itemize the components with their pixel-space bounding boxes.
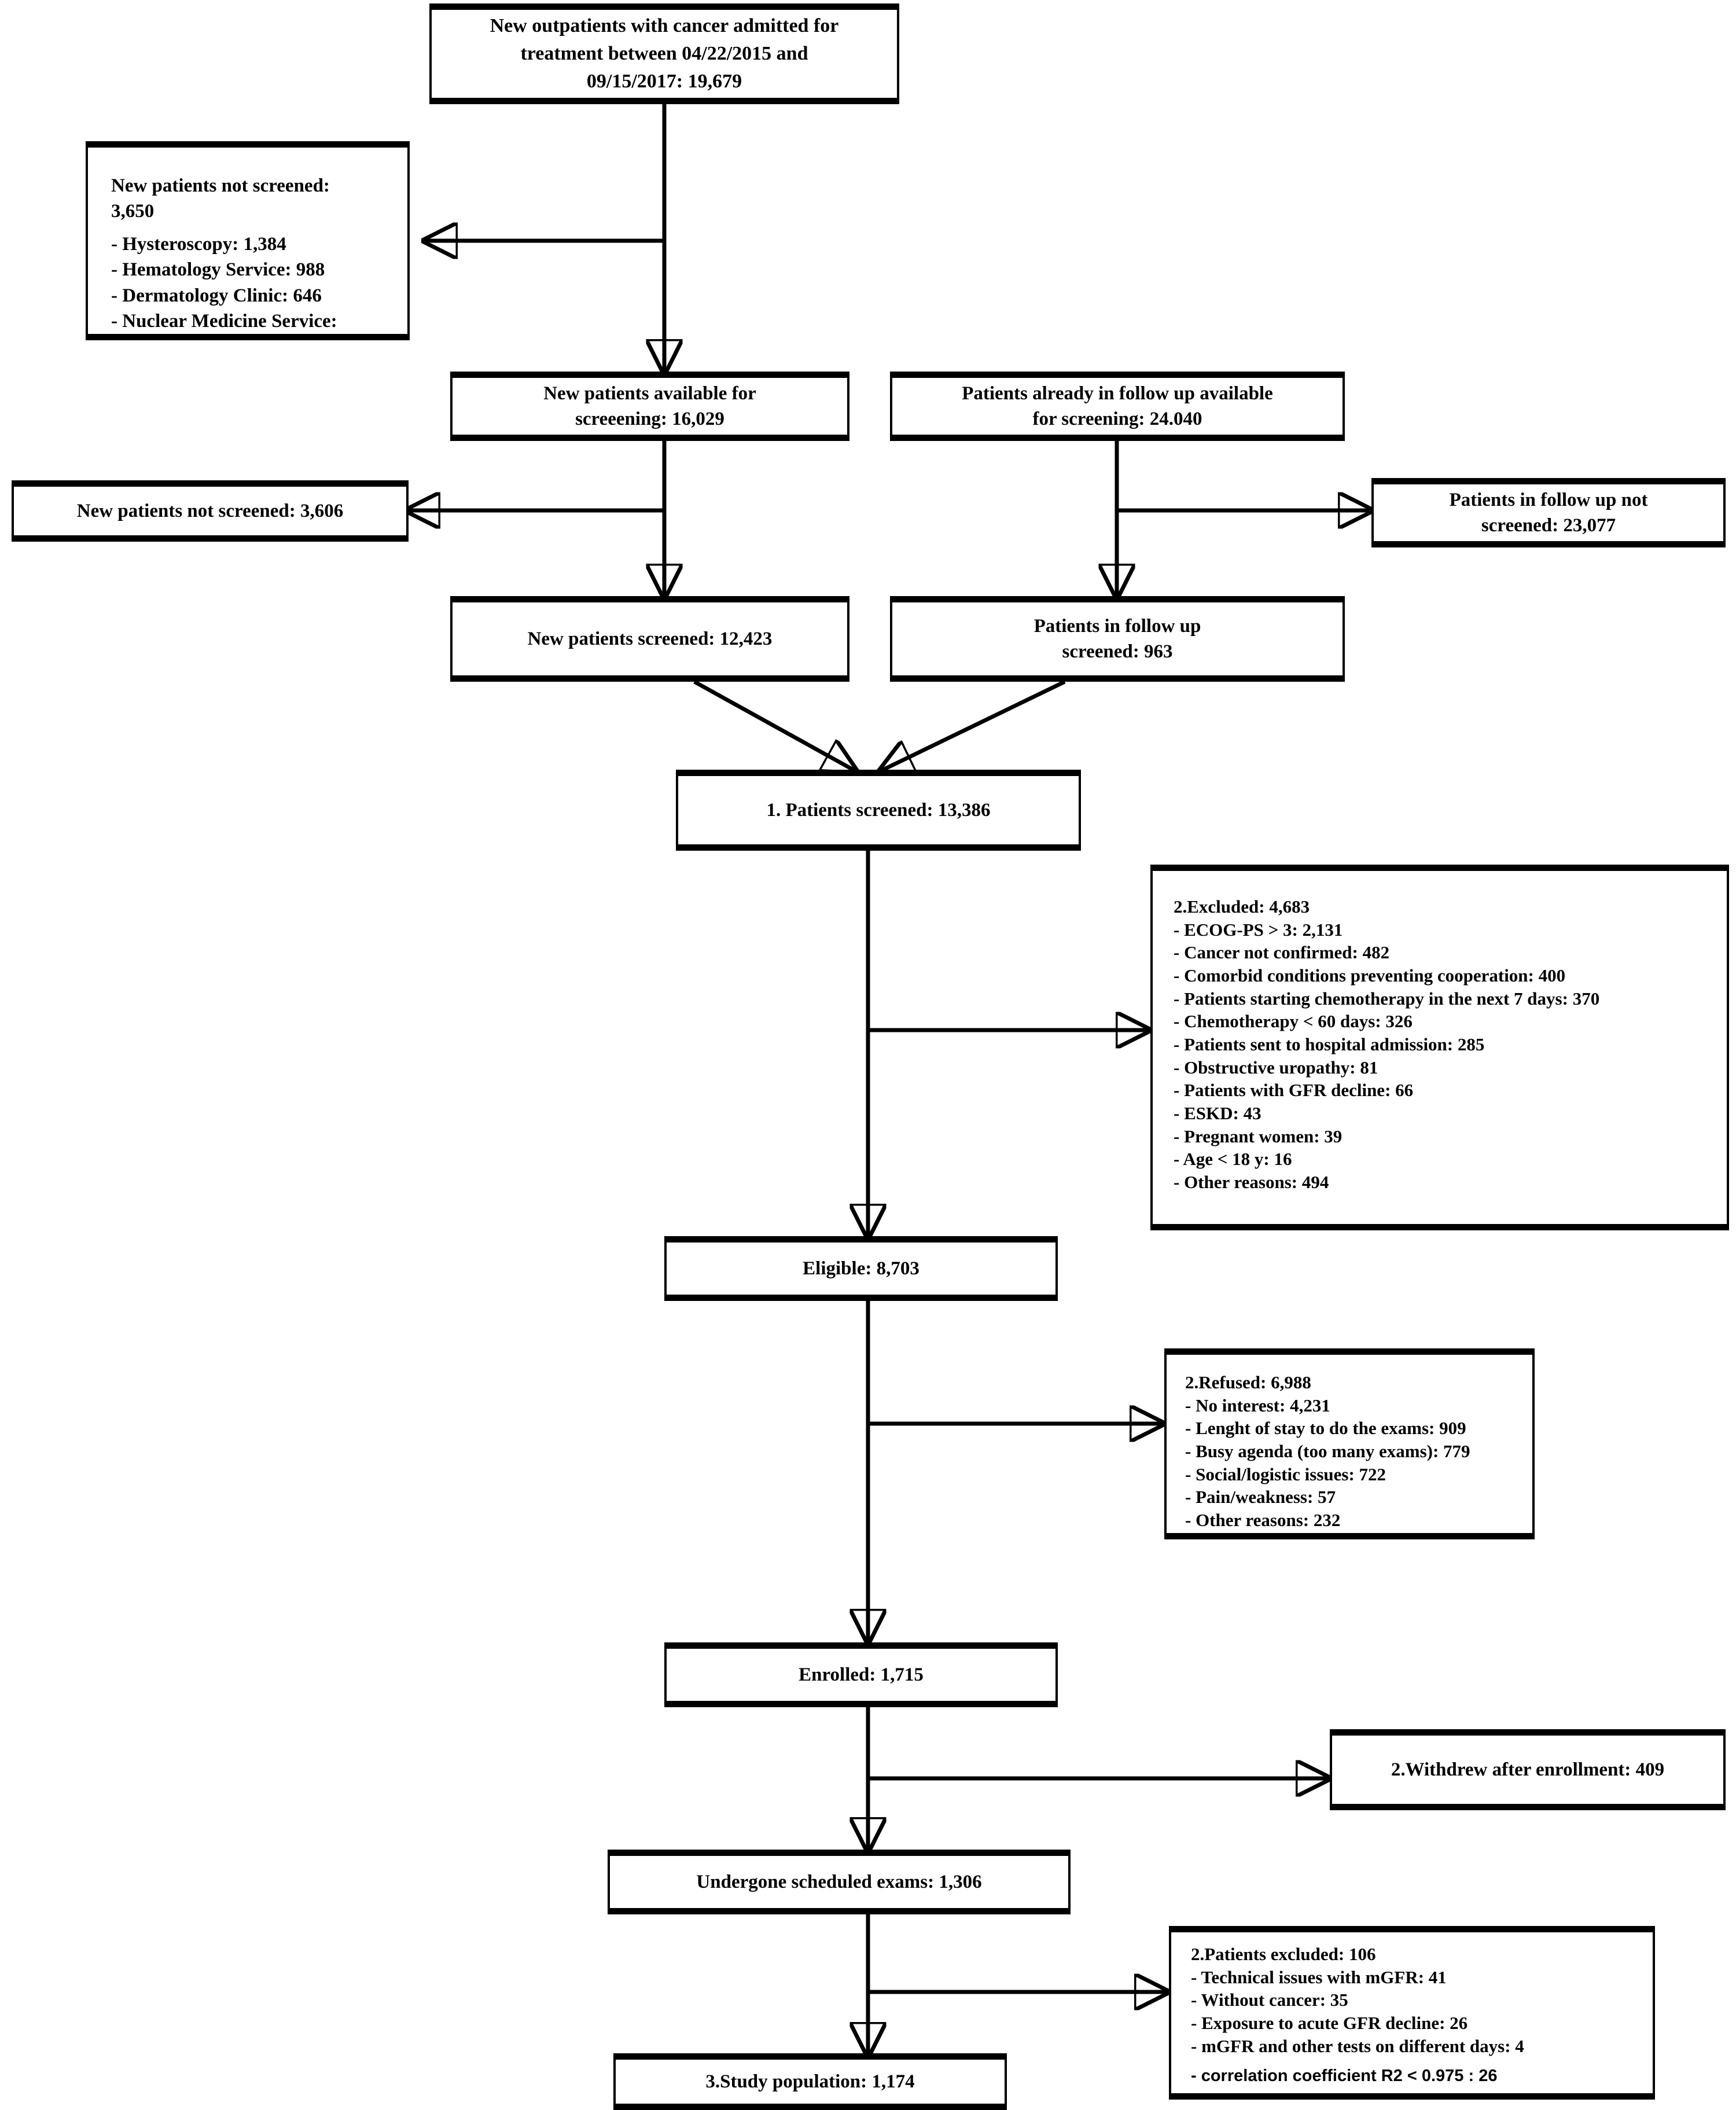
connector-fuscreened-to-total bbox=[881, 679, 1066, 771]
node-new-patients-available: New patients available for screeening: 1… bbox=[450, 372, 849, 441]
node-total-line-1: 1. Patients screened: 13,386 bbox=[766, 799, 991, 821]
node-withdrew: 2.Withdrew after enrollment: 409 bbox=[1330, 1729, 1726, 1810]
node-refused-item-2: - Lenght of stay to do the exams: 909 bbox=[1185, 1418, 1466, 1439]
node-eligible-line-1: Eligible: 8,703 bbox=[803, 1258, 920, 1279]
node-admitted: New outpatients with cancer admitted for… bbox=[429, 3, 899, 104]
node-pexcl-heading: 2.Patients excluded: 106 bbox=[1191, 1944, 1376, 1964]
node-excluded-item-10: - Pregnant women: 39 bbox=[1174, 1126, 1343, 1146]
node-nscr-line-1: New patients screened: 12,423 bbox=[527, 628, 773, 649]
node-nps-item-2: - Hematology Service: 988 bbox=[111, 259, 325, 281]
node-nps-item-3: - Dermatology Clinic: 646 bbox=[111, 285, 322, 306]
node-enrolled-line-1: Enrolled: 1,715 bbox=[799, 1664, 924, 1685]
node-eligible: Eligible: 8,703 bbox=[664, 1236, 1058, 1301]
node-nps3606-line-1: New patients not screened: 3,606 bbox=[76, 500, 344, 521]
node-excluded-heading: 2.Excluded: 4,683 bbox=[1174, 896, 1310, 917]
node-excluded-item-5: - Chemotherapy < 60 days: 326 bbox=[1174, 1011, 1413, 1032]
node-npa-line-2: screeening: 16,029 bbox=[575, 409, 724, 429]
node-npa-line-1: New patients available for bbox=[543, 383, 756, 404]
node-refused-item-4: - Social/logistic issues: 722 bbox=[1185, 1464, 1386, 1484]
node-admitted-line-2: treatment between 04/22/2015 and bbox=[520, 42, 808, 64]
node-funs-line-1: Patients in follow up not bbox=[1449, 489, 1648, 510]
node-pexcl-item-1: - Technical issues with mGFR: 41 bbox=[1191, 1966, 1447, 1987]
node-excluded-item-11: - Age < 18 y: 16 bbox=[1174, 1149, 1292, 1170]
node-nps-heading-1: New patients not screened: bbox=[111, 175, 330, 196]
node-pexcl-item-3: - Exposure to acute GFR decline: 26 bbox=[1191, 2013, 1468, 2034]
node-patients-excluded: 2.Patients excluded: 106 - Technical iss… bbox=[1169, 1926, 1655, 2100]
node-refused-item-5: - Pain/weakness: 57 bbox=[1185, 1487, 1336, 1508]
node-fua-line-2: for screening: 24.040 bbox=[1032, 409, 1202, 429]
node-excluded-item-1: - ECOG-PS > 3: 2,131 bbox=[1174, 919, 1343, 940]
node-excluded-item-2: - Cancer not confirmed: 482 bbox=[1174, 942, 1390, 963]
node-admitted-line-1: New outpatients with cancer admitted for bbox=[490, 14, 839, 36]
node-refused-item-3: - Busy agenda (too many exams): 779 bbox=[1185, 1441, 1470, 1462]
node-excluded-item-8: - Patients with GFR decline: 66 bbox=[1174, 1080, 1414, 1101]
connector-newscreened-to-total bbox=[693, 679, 855, 771]
node-refused-item-1: - No interest: 4,231 bbox=[1185, 1395, 1330, 1416]
node-refused-heading: 2.Refused: 6,988 bbox=[1185, 1372, 1311, 1392]
node-new-patients-not-screened: New patients not screened: 3,606 bbox=[12, 480, 409, 542]
node-nps-item-1: - Hysteroscopy: 1,384 bbox=[111, 234, 286, 255]
node-excluded-item-12: - Other reasons: 494 bbox=[1174, 1172, 1329, 1193]
node-enrolled: Enrolled: 1,715 bbox=[664, 1642, 1058, 1707]
node-excluded-item-3: - Comorbid conditions preventing coopera… bbox=[1174, 965, 1566, 986]
node-admitted-line-3: 09/15/2017: 19,679 bbox=[586, 71, 742, 93]
node-refused: 2.Refused: 6,988 - No interest: 4,231 - … bbox=[1164, 1348, 1535, 1539]
node-patients-screened-total: 1. Patients screened: 13,386 bbox=[676, 770, 1081, 851]
node-pexcl-item-2: - Without cancer: 35 bbox=[1191, 1990, 1348, 2010]
node-pexcl-item-4: - mGFR and other tests on different days… bbox=[1191, 2035, 1524, 2056]
node-followup-available: Patients already in follow up available … bbox=[890, 372, 1345, 441]
node-study-population: 3.Study population: 1,174 bbox=[613, 2053, 1007, 2110]
node-pexcl-final-item: - correlation coefficient R2 < 0.975 : 2… bbox=[1191, 2067, 1498, 2086]
node-excluded: 2.Excluded: 4,683 - ECOG-PS > 3: 2,131 -… bbox=[1150, 865, 1729, 1230]
node-nps-heading-2: 3,650 bbox=[111, 201, 155, 222]
node-funs-line-2: screened: 23,077 bbox=[1481, 515, 1616, 536]
node-excluded-item-9: - ESKD: 43 bbox=[1174, 1103, 1261, 1124]
node-fua-line-1: Patients already in follow up available bbox=[962, 383, 1273, 404]
node-nps-item-4: - Nuclear Medicine Service: bbox=[111, 310, 337, 332]
node-new-patients-screened: New patients screened: 12,423 bbox=[450, 596, 849, 682]
node-study-line-1: 3.Study population: 1,174 bbox=[705, 2071, 915, 2092]
node-undergone-line-1: Undergone scheduled exams: 1,306 bbox=[696, 1871, 982, 1892]
node-withdrew-line-1: 2.Withdrew after enrollment: 409 bbox=[1391, 1759, 1665, 1780]
node-excluded-item-4: - Patients starting chemotherapy in the … bbox=[1174, 988, 1600, 1009]
node-new-patients-not-screened-detail: New patients not screened: 3,650 - Hyste… bbox=[86, 141, 410, 340]
node-undergone: Undergone scheduled exams: 1,306 bbox=[608, 1850, 1071, 1914]
node-fscr-line-2: screened: 963 bbox=[1062, 641, 1173, 662]
node-followup-screened: Patients in follow up screened: 963 bbox=[890, 596, 1345, 682]
node-followup-not-screened: Patients in follow up not screened: 23,0… bbox=[1371, 478, 1726, 547]
node-fscr-line-1: Patients in follow up bbox=[1033, 615, 1201, 637]
node-excluded-item-7: - Obstructive uropathy: 81 bbox=[1174, 1057, 1378, 1078]
node-refused-item-6: - Other reasons: 232 bbox=[1185, 1510, 1341, 1531]
node-excluded-item-6: - Patients sent to hospital admission: 2… bbox=[1174, 1034, 1485, 1055]
